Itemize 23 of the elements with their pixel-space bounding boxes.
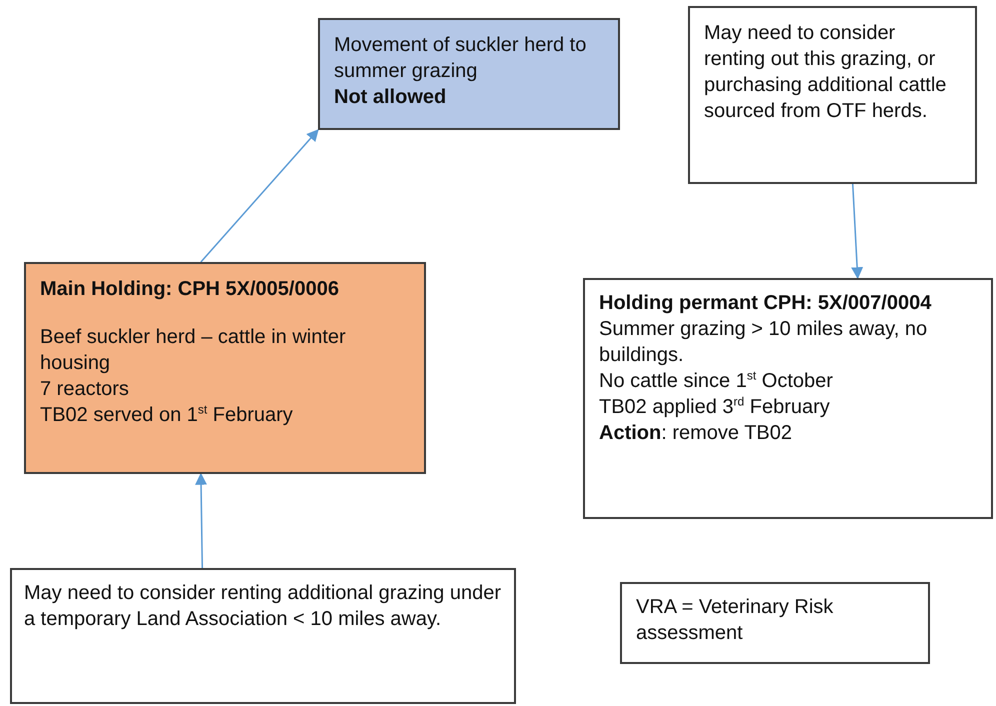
box-heading: Main Holding: CPH 5X/005/0006 (40, 277, 340, 302)
arrow (195, 472, 208, 568)
box-text: Action: remove TB02 (599, 421, 794, 446)
box-text: No cattle since 1$^{st}$ October (599, 368, 834, 394)
holding-box (583, 278, 993, 519)
note-box (10, 568, 516, 704)
note-box (688, 6, 977, 184)
box-heading: Holding permant CPH: 5X/007/0004 (599, 291, 932, 316)
box-text: Not allowed (334, 85, 448, 110)
arrow (851, 184, 864, 280)
box-text: Beef suckler herd – cattle in winter housing (40, 325, 347, 376)
arrow (200, 129, 319, 262)
box-text: May need to consider renting additional grazing under a temporary Land Association < 10 miles away. (24, 581, 502, 632)
box-text: TB02 applied 3$^{rd}$ February (599, 394, 831, 420)
box-text: VRA = Veterinary Risk assessment (636, 595, 834, 646)
box-text: May need to consider renting out this grazing, or purchasing additional cattle sourced from OTF herds. (704, 21, 948, 124)
note-box (620, 582, 930, 664)
holding-box (24, 262, 426, 474)
box-text: 7 reactors (40, 377, 130, 402)
box-heading: Movement of suckler herd to summer grazing (334, 33, 588, 84)
box-text: Summer grazing > 10 miles away, no buildings. (599, 317, 928, 368)
process-box (318, 18, 620, 130)
box-text: TB02 served on 1$^{st}$ February (40, 402, 294, 428)
